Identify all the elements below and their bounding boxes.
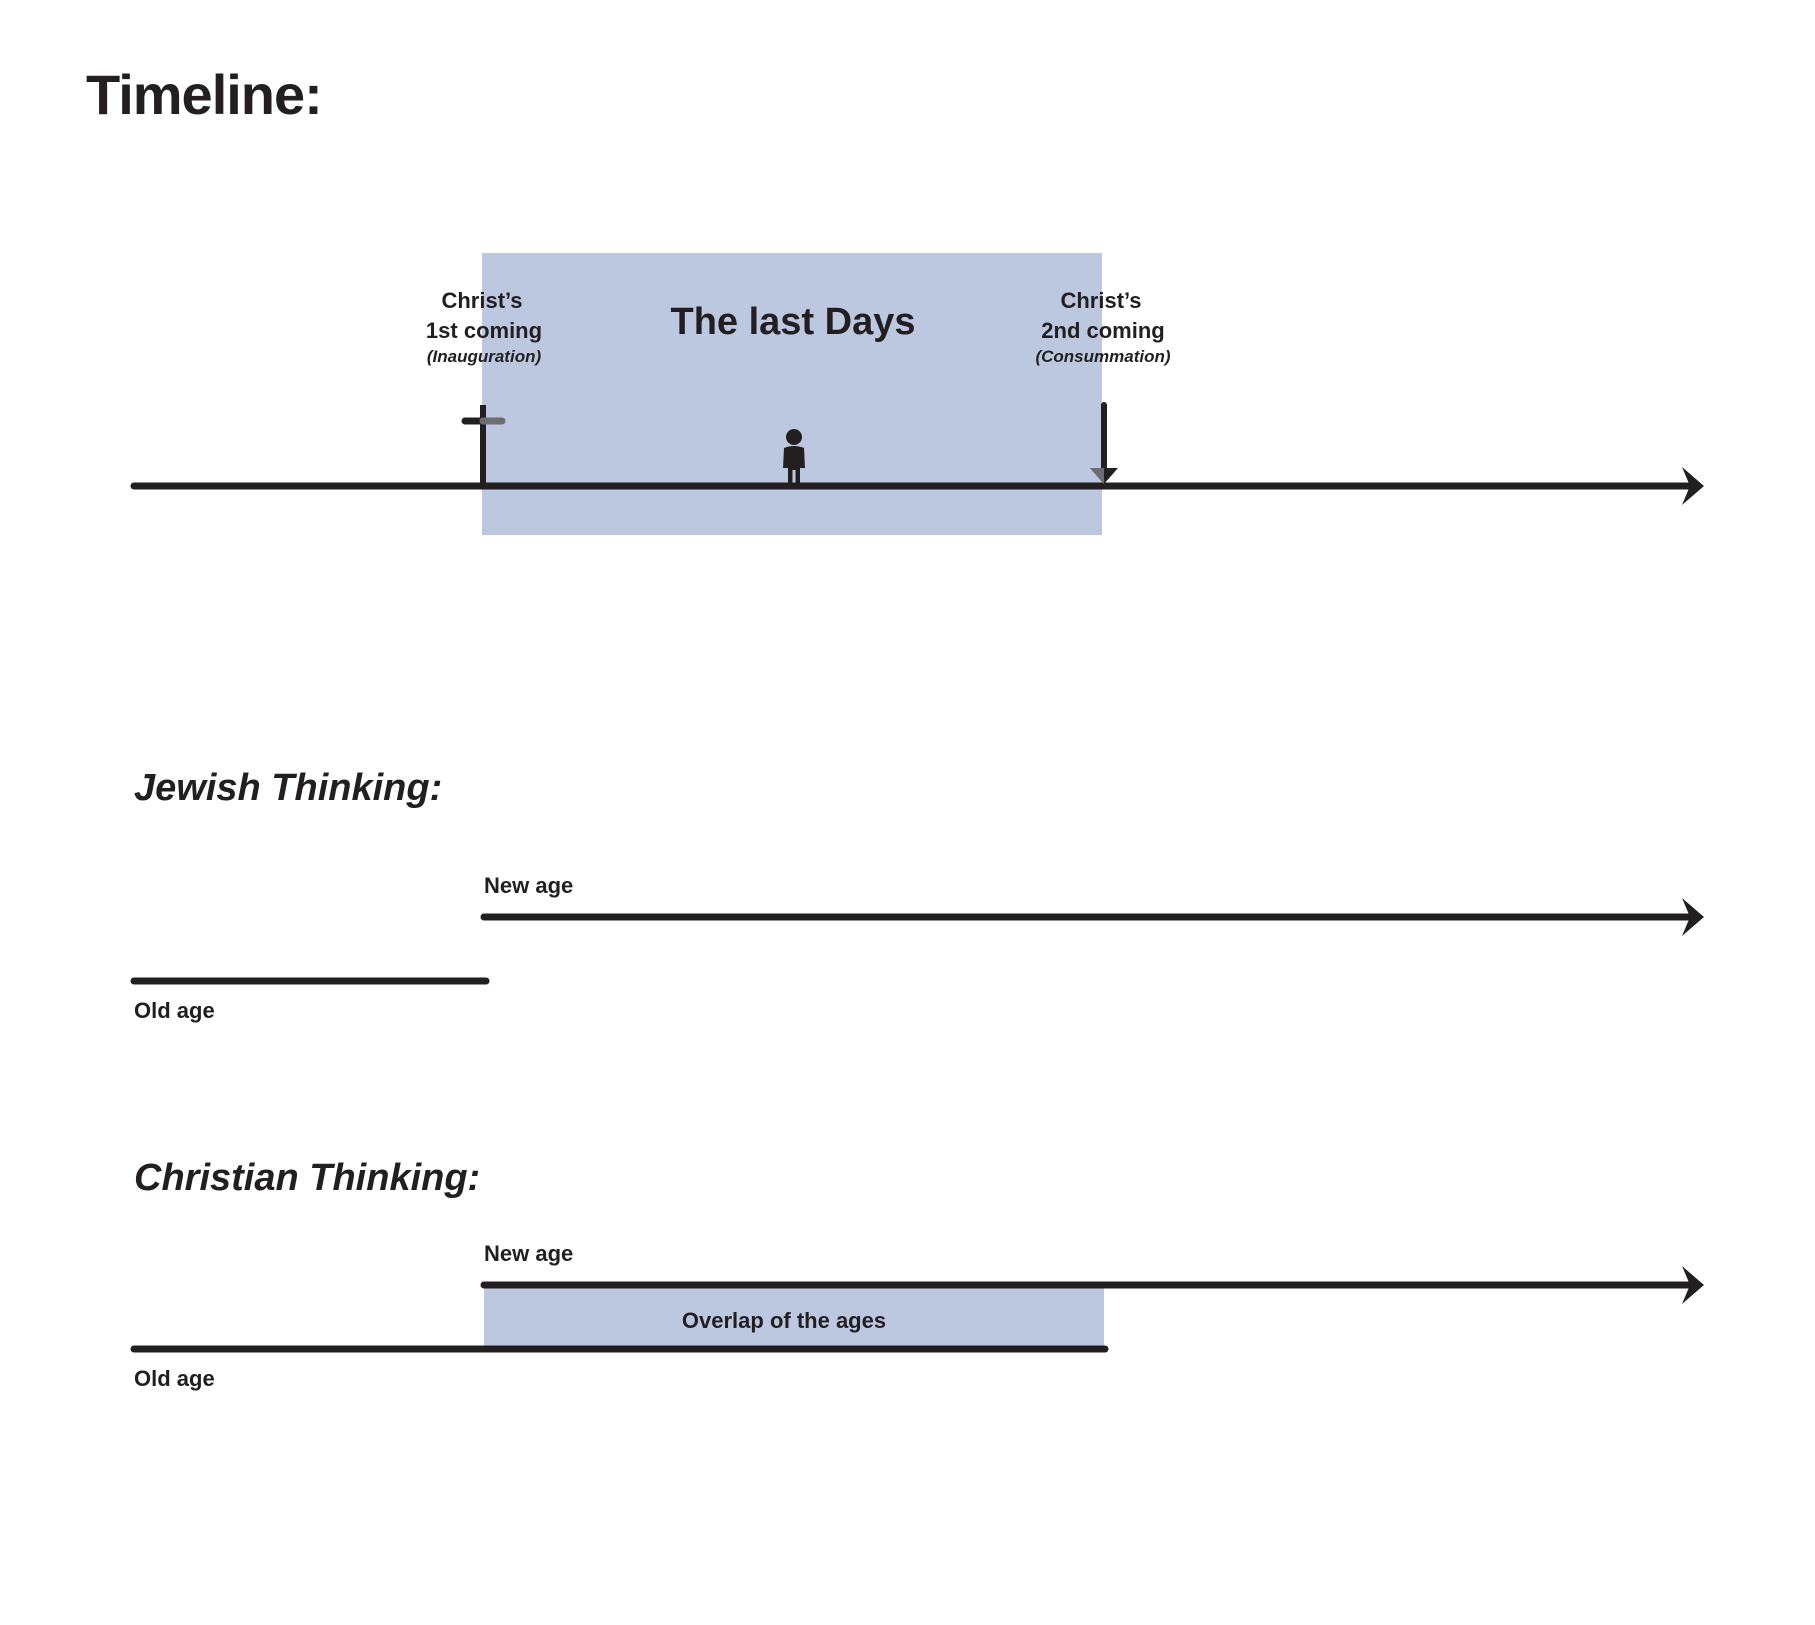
second-coming-line1: Christ’s: [1060, 288, 1141, 313]
page-title: Timeline:: [86, 63, 322, 126]
last-days-label: The last Days: [671, 301, 916, 343]
overlap-label: Overlap of the ages: [682, 1308, 886, 1333]
last-days-highlight: [482, 253, 1102, 535]
christian-thinking-heading: Christian Thinking:: [134, 1157, 480, 1199]
person-icon: [783, 429, 805, 486]
jewish-new-age-label: New age: [484, 873, 573, 898]
christian-new-age-arrow: [480, 1266, 1704, 1304]
christian-old-age-label: Old age: [134, 1366, 215, 1391]
jewish-new-age-arrow: [480, 898, 1704, 936]
overlap-highlight: [484, 1285, 1104, 1348]
cross-icon: [461, 405, 506, 486]
first-coming-line2: 1st coming: [426, 318, 542, 343]
first-coming-line1: Christ’s: [441, 288, 522, 313]
main-timeline-arrow: [130, 467, 1704, 505]
second-coming-note: (Consummation): [1035, 347, 1170, 366]
down-arrow-icon: [1090, 402, 1118, 484]
second-coming-line2: 2nd coming: [1041, 318, 1164, 343]
jewish-old-age-label: Old age: [134, 998, 215, 1023]
first-coming-note: (Inauguration): [427, 347, 542, 366]
jewish-thinking-heading: Jewish Thinking:: [134, 767, 442, 809]
christian-new-age-label: New age: [484, 1241, 573, 1266]
